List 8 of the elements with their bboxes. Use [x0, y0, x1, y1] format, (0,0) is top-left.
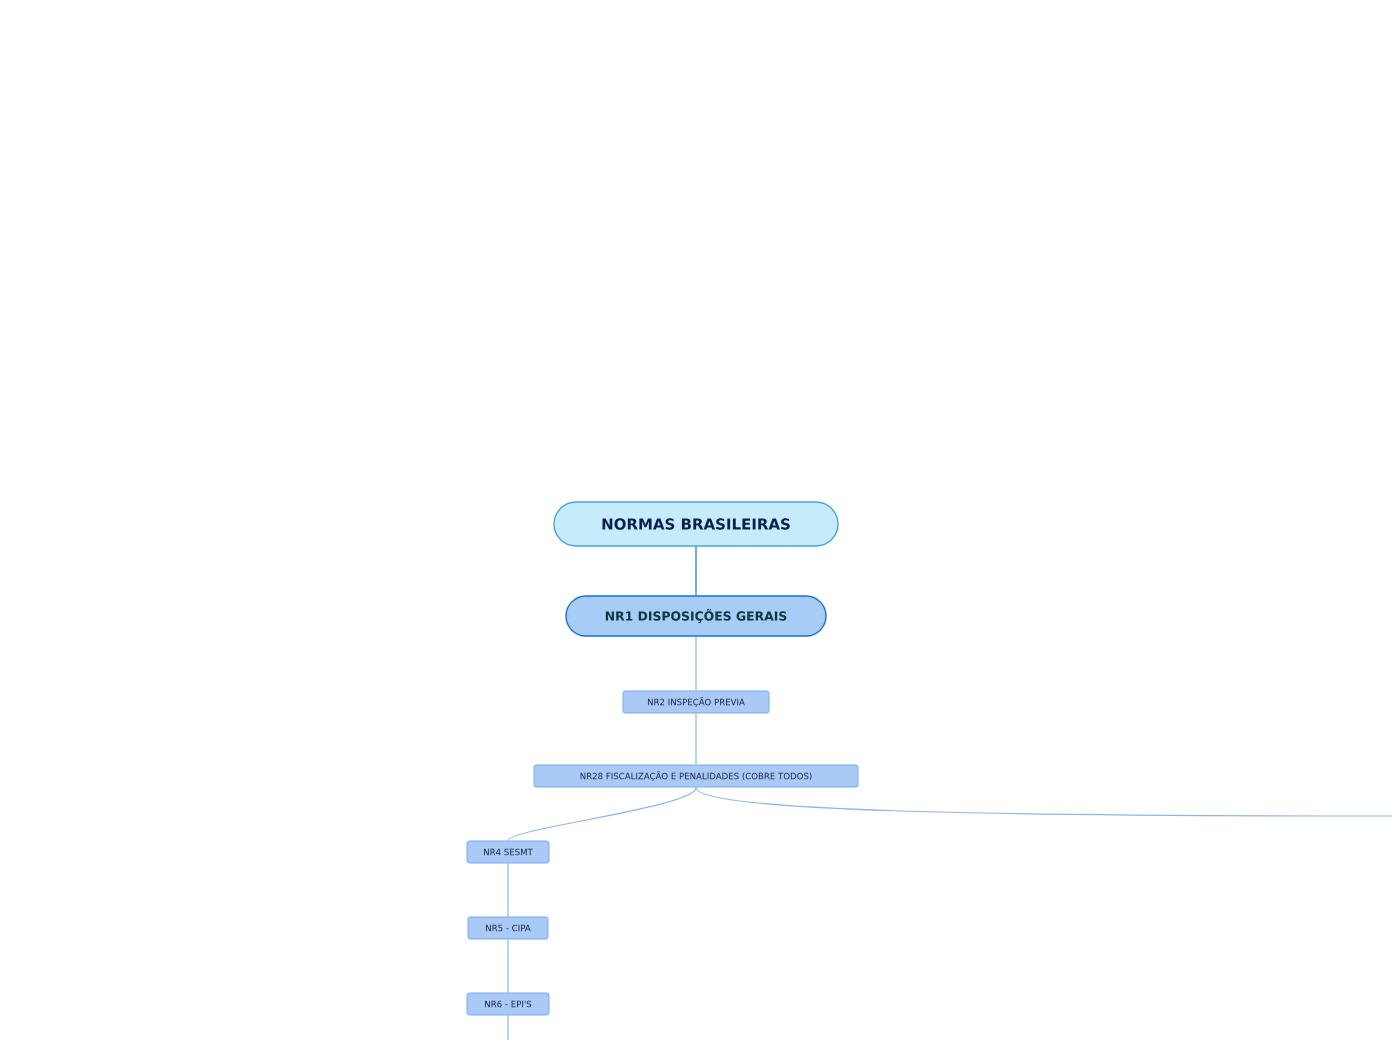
connector-line	[695, 546, 697, 596]
connector-line	[507, 1014, 509, 1040]
connector-line	[695, 636, 697, 692]
connector-line	[507, 862, 509, 918]
connector-line	[695, 786, 1392, 817]
connector-line	[507, 938, 509, 994]
connector-line	[695, 712, 697, 766]
connector-line	[507, 786, 697, 842]
